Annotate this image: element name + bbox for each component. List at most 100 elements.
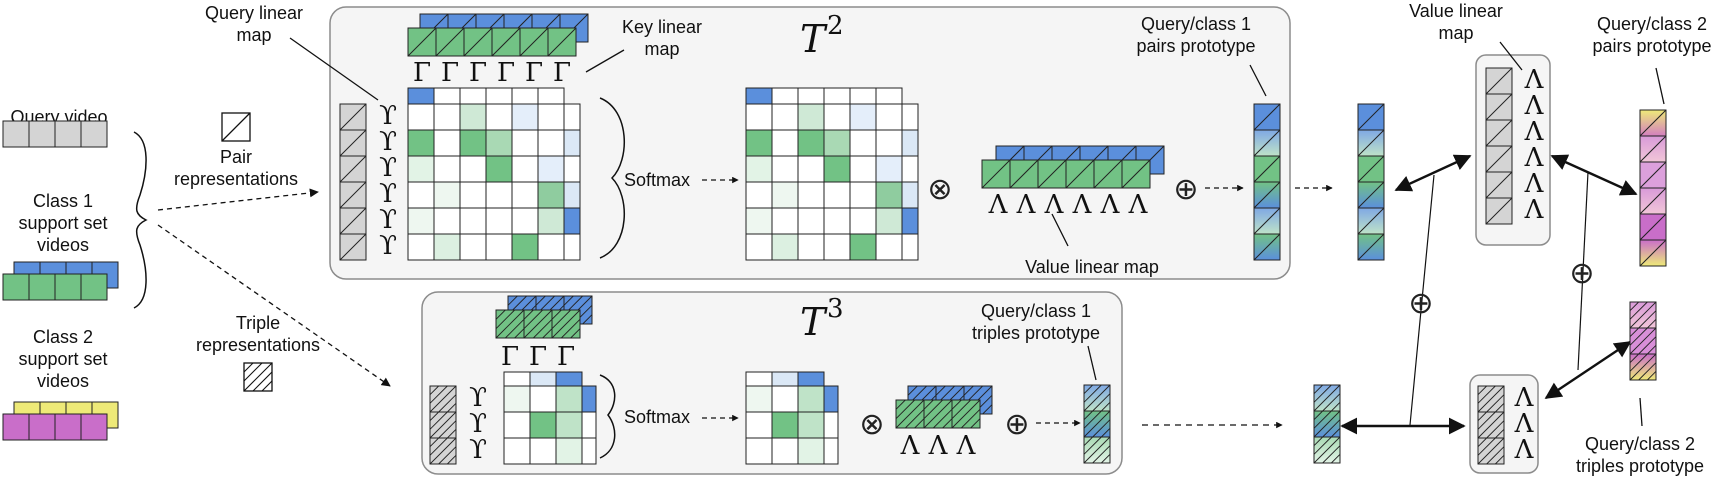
query-video-frames [2, 120, 108, 148]
cell-diagonal [505, 319, 525, 339]
cell-diagonal [1629, 327, 1639, 337]
cell-diagonal [1253, 233, 1281, 261]
triples-softmax-matrix-cell [771, 385, 799, 413]
pairs-matrix-cell [407, 207, 435, 235]
pairs-matrix-side [563, 155, 581, 183]
cell-diagonal [963, 385, 974, 396]
cell-diagonal [429, 385, 457, 413]
pairs-softmax-matrix-cell [875, 181, 903, 209]
attention-matrix-triples [503, 371, 597, 465]
gamma-symbol: Γ [557, 342, 575, 372]
pairs-matrix-cell [459, 181, 487, 209]
cell-diagonal [1477, 411, 1487, 421]
cell-diagonal [1083, 410, 1102, 429]
cell-diagonal [1485, 119, 1513, 147]
cell-diagonal [1485, 145, 1513, 173]
cell-diagonal [1092, 445, 1111, 464]
cell-diagonal [1083, 384, 1102, 403]
pairs-matrix-cell [511, 155, 539, 183]
pairs-matrix-cell [459, 103, 487, 131]
cell-diagonal [438, 446, 457, 465]
cell-diagonal [339, 155, 367, 183]
triples-prototype-c2-label-line1: Query/class 2 [1585, 434, 1695, 454]
softmax-pairs-label: Softmax [624, 170, 690, 190]
pairs-softmax-matrix-side [901, 181, 919, 209]
triples-prototype-c2 [1629, 301, 1657, 381]
cell-diagonal [1485, 171, 1513, 199]
cell-diagonal [561, 319, 581, 339]
triple-representations-line1: Triple [236, 313, 280, 333]
cell-diagonal [507, 295, 518, 306]
cell-diagonal [1322, 419, 1341, 438]
pairs-softmax-matrix-cell [745, 155, 773, 183]
cell-diagonal [1322, 393, 1341, 412]
triples-softmax-matrix-cell [797, 437, 825, 465]
t2-superscript: 2 [827, 11, 844, 41]
cell-diagonal [463, 27, 493, 57]
query-frame [28, 120, 56, 148]
cell-diagonal [1101, 454, 1111, 464]
pairs-matrix-side [563, 181, 581, 209]
pairs-matrix-cell [407, 233, 435, 261]
cell-diagonal [1477, 385, 1496, 404]
pairs-softmax-matrix-cell [849, 207, 877, 235]
cell-diagonal [1331, 402, 1341, 412]
cell-diagonal [1486, 446, 1505, 465]
class1-frame [28, 273, 56, 301]
pairs-matrix-cell [485, 129, 513, 157]
cell-diagonal [1639, 187, 1667, 215]
brace-pairs [599, 97, 626, 259]
cell-diagonal [1083, 410, 1093, 420]
cell-diagonal [1313, 436, 1341, 464]
value-linear-map-pairs-label: Value linear map [1025, 257, 1159, 277]
upsilon-symbol: ϒ [469, 435, 487, 465]
cell-diagonal [1253, 103, 1281, 131]
triples-prototype-c1-copy [1313, 384, 1341, 464]
pairs-matrix-side [563, 129, 581, 157]
pairs-matrix-side [563, 103, 581, 131]
cell-diagonal [1357, 233, 1385, 261]
cell-diagonal [582, 314, 593, 325]
cell-diagonal [961, 409, 981, 429]
pairs-matrix-cell [511, 207, 539, 235]
cell-diagonal [429, 385, 448, 404]
cell-diagonal [1629, 353, 1639, 363]
pairs-matrix-cell [433, 103, 461, 131]
cell-diagonal [1629, 353, 1648, 372]
pairs-softmax-matrix-side [901, 207, 919, 235]
pairs-softmax-matrix-top [745, 87, 773, 105]
class2-frame [80, 413, 108, 441]
class2-support-frames [2, 401, 119, 441]
pairs-prototype-c2-label-line1: Query/class 2 [1597, 14, 1707, 34]
pairs-softmax-matrix-cell [849, 233, 877, 261]
cell-diagonal [923, 399, 943, 419]
pairs-softmax-matrix-cell [875, 103, 903, 131]
cell-diagonal [533, 319, 553, 339]
class1-support-label-line2: support set [18, 213, 107, 233]
cell-diagonal [914, 418, 925, 429]
pairs-softmax-matrix-cell [797, 181, 825, 209]
double-arrow-pairs-left [1394, 154, 1472, 192]
pairs-softmax-matrix-cell [745, 207, 773, 235]
key-linear-map-pointer [585, 49, 625, 73]
upsilon-symbol: ϒ [379, 205, 397, 235]
cell-diagonal [923, 399, 934, 410]
cell-diagonal [933, 409, 953, 429]
pairs-softmax-matrix-cell [823, 181, 851, 209]
triples-prototype-c2-label-line2: triples prototype [1576, 456, 1704, 476]
cell-diagonal [547, 27, 577, 57]
cell-diagonal [1357, 181, 1385, 209]
pairs-softmax-matrix-cell [875, 155, 903, 183]
triples-prototype-c1-label-line2: triples prototype [972, 323, 1100, 343]
key-stack-pairs [407, 13, 589, 57]
cell-diagonal [407, 27, 437, 57]
cell-diagonal [1639, 109, 1667, 137]
cell-diagonal [1313, 436, 1323, 446]
pairs-softmax-matrix-cell [875, 233, 903, 261]
cell-diagonal [523, 309, 543, 329]
pairs-softmax-matrix-cell [797, 207, 825, 235]
upsilon-symbol: ϒ [379, 231, 397, 261]
pair-icon [221, 112, 251, 142]
